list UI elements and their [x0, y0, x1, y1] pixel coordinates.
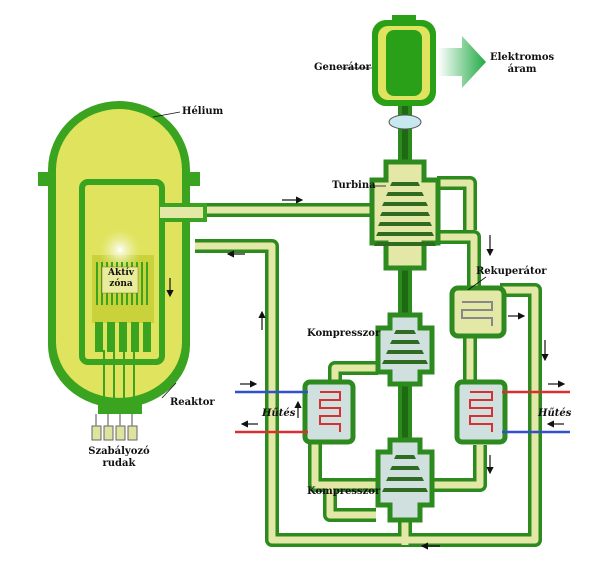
generator	[372, 15, 436, 130]
reactor-core	[92, 228, 154, 323]
cooler-left	[302, 379, 356, 445]
control-rods-label: Szabályozó rudak	[88, 446, 150, 469]
control-rods	[91, 322, 151, 441]
active-zone-label: Aktív zóna	[107, 268, 135, 289]
helium-label: Hélium	[182, 106, 224, 117]
compressor-lower	[375, 437, 435, 523]
cooling-right-label: Hűtés	[538, 408, 572, 419]
compressor-upper	[375, 312, 435, 387]
power-output-label: Elektromos áram	[490, 52, 555, 75]
reactor-label: Reaktor	[170, 397, 215, 408]
cooler-right	[454, 379, 508, 445]
compressor-upper-label: Kompresszor	[307, 328, 381, 339]
turbine-label: Turbina	[332, 180, 376, 191]
generator-label: Generátor	[314, 62, 371, 73]
cooling-left-label: Hűtés	[262, 408, 296, 419]
power-output-arrow	[438, 36, 486, 88]
leader-lines	[152, 67, 487, 399]
flow-arrows	[166, 196, 566, 550]
turbine	[369, 159, 441, 271]
recuperator	[449, 285, 507, 339]
compressor-lower-label: Kompresszor	[307, 486, 381, 497]
cooling-water-lines	[235, 390, 570, 434]
recuperator-label: Rekuperátor	[476, 266, 547, 277]
